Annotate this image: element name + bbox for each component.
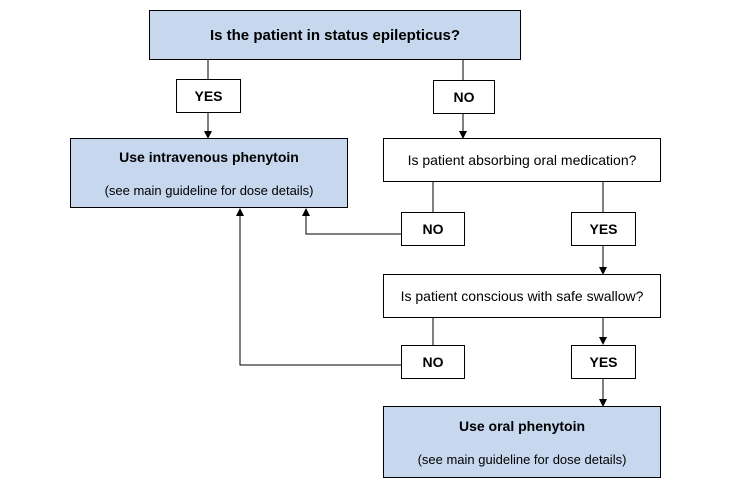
absorbing-oral-question-box: Is patient absorbing oral medication? xyxy=(383,138,661,182)
safe-swallow-question: Is patient conscious with safe swallow? xyxy=(400,288,644,304)
oral-phenytoin-note: (see main guideline for dose details) xyxy=(417,451,627,467)
status-epilepticus-question: Is the patient in status epilepticus? xyxy=(209,26,461,44)
no-label-box-2: NO xyxy=(401,212,465,246)
iv-phenytoin-note: (see main guideline for dose details) xyxy=(104,182,314,198)
iv-phenytoin-title: Use intravenous phenytoin xyxy=(119,148,299,165)
yes-label-box-1: YES xyxy=(176,79,241,113)
arrow-no2-to-iv xyxy=(302,208,401,235)
iv-phenytoin-box: Use intravenous phenytoin (see main guid… xyxy=(70,138,348,208)
no-label-box-3: NO xyxy=(401,345,465,379)
oral-phenytoin-title: Use oral phenytoin xyxy=(458,417,586,434)
yes-label-2: YES xyxy=(589,221,618,237)
no-label-2: NO xyxy=(422,221,444,237)
yes-label-1: YES xyxy=(194,88,223,104)
no-label-1: NO xyxy=(453,89,475,105)
absorbing-oral-question: Is patient absorbing oral medication? xyxy=(407,152,637,168)
yes-label-3: YES xyxy=(589,354,618,370)
oral-phenytoin-box: Use oral phenytoin (see main guideline f… xyxy=(383,406,661,478)
no-label-box-1: NO xyxy=(433,80,495,114)
yes-label-box-2: YES xyxy=(571,212,636,246)
status-epilepticus-question-box: Is the patient in status epilepticus? xyxy=(149,10,521,60)
yes-label-box-3: YES xyxy=(571,345,636,379)
no-label-3: NO xyxy=(422,354,444,370)
arrow-no3-to-iv xyxy=(236,208,401,366)
safe-swallow-question-box: Is patient conscious with safe swallow? xyxy=(383,274,661,318)
